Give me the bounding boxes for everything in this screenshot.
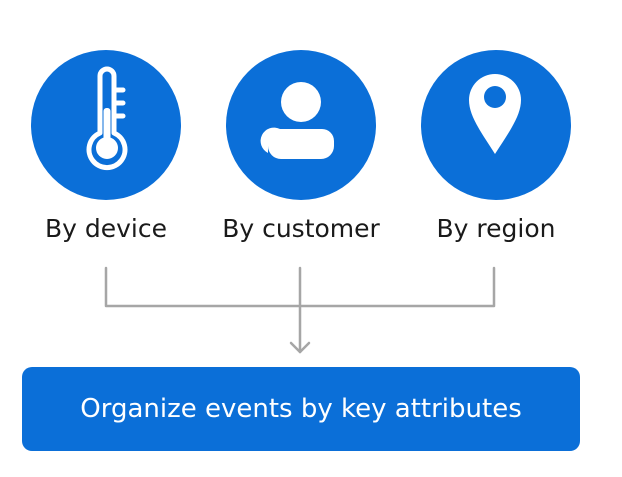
- location-pin-icon: [469, 74, 521, 154]
- thermometer-icon: [86, 66, 128, 171]
- person-icon: [260, 82, 334, 159]
- summary-label: Organize events by key attributes: [80, 394, 522, 424]
- customer-circle: [226, 50, 376, 200]
- device-circle: [31, 50, 181, 200]
- connector-arrowhead: [289, 341, 311, 354]
- category-label-customer: By customer: [222, 214, 380, 243]
- category-label-device: By device: [44, 214, 167, 243]
- summary-box: Organize events by key attributes: [22, 367, 580, 451]
- connector-bracket: [104, 266, 496, 308]
- region-circle: [421, 50, 571, 200]
- category-label-region: By region: [436, 214, 556, 243]
